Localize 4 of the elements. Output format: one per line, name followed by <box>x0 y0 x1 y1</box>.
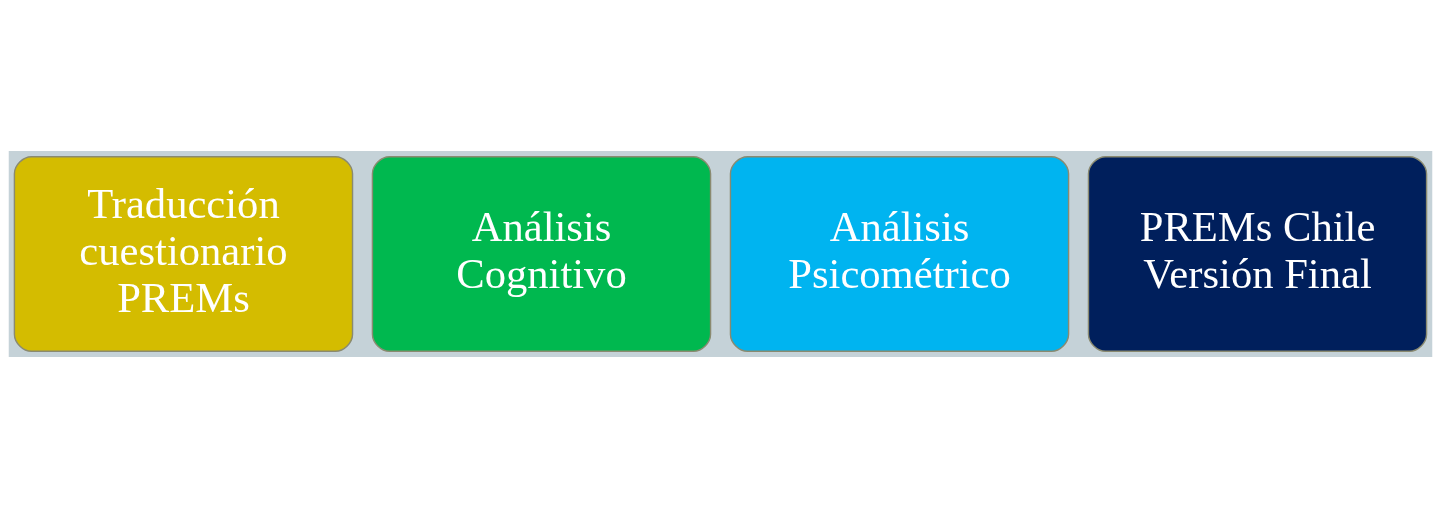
node-box: Análisis Psicométrico <box>729 155 1070 352</box>
node-box: Análisis Cognitivo <box>371 155 712 352</box>
node-box: Traducción cuestionario PREMs <box>13 155 354 352</box>
node-box: PREMs Chile Versión Final <box>1087 155 1428 352</box>
